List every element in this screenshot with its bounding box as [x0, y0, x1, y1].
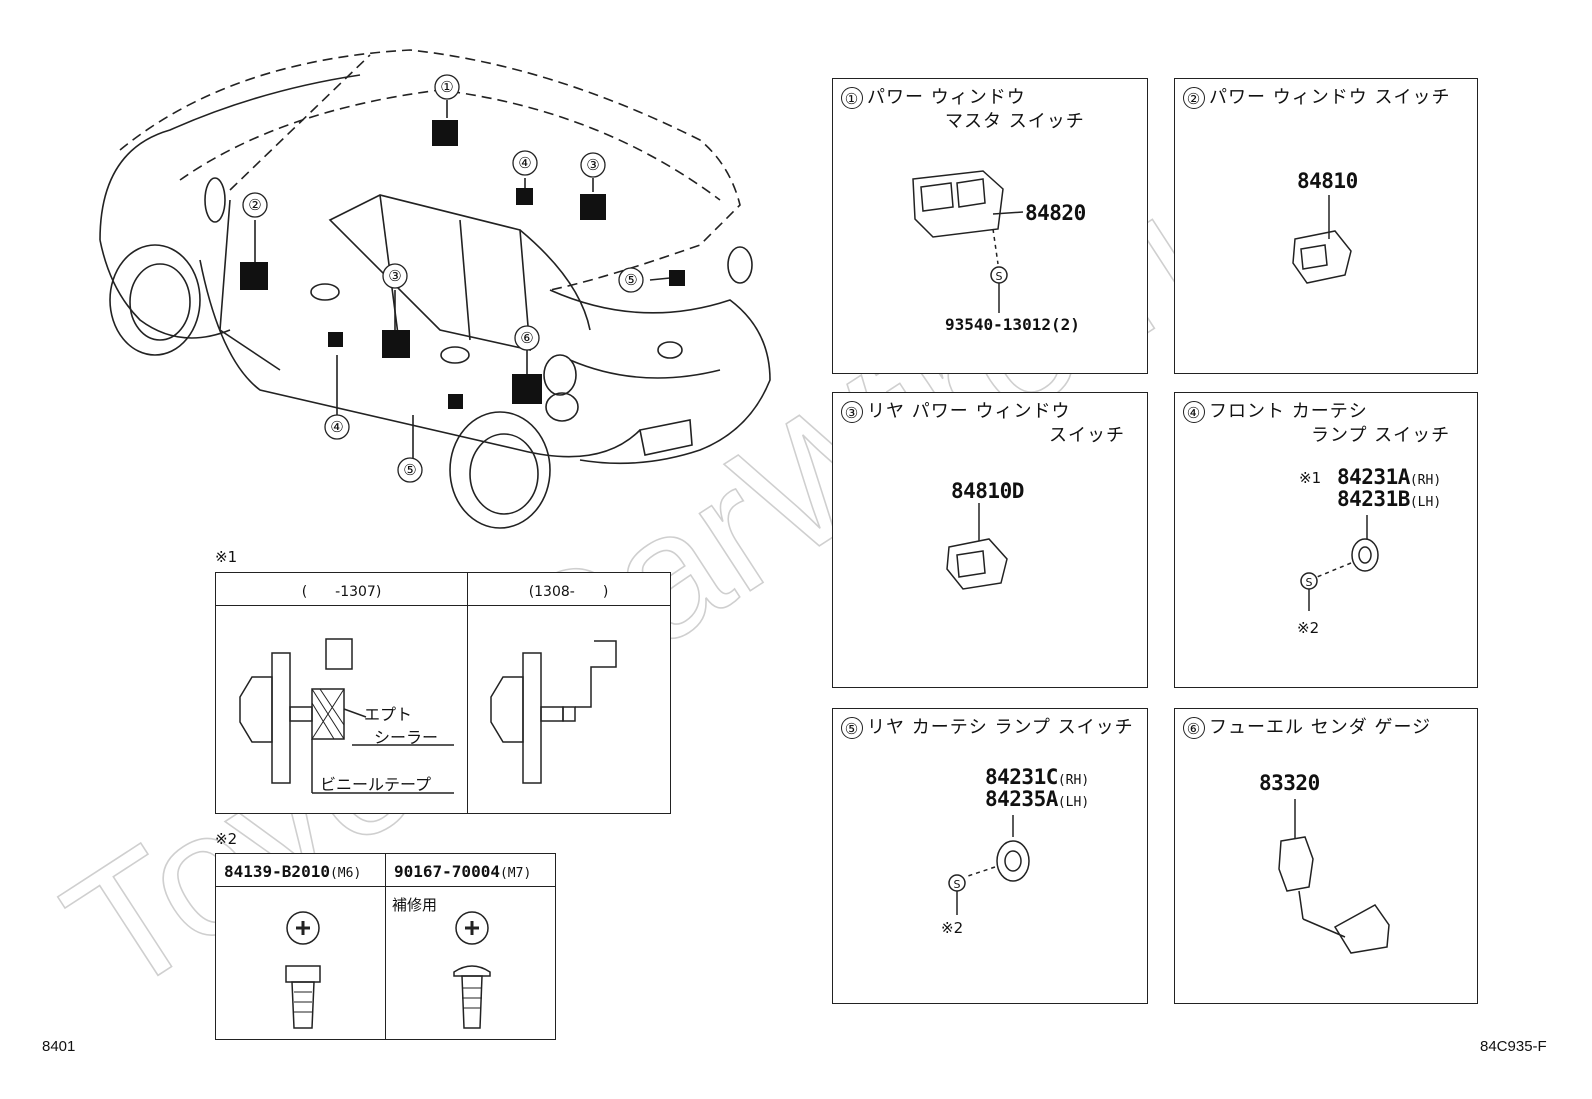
callout-1: ①: [440, 78, 453, 96]
box4-note-mark: ※1: [1299, 469, 1322, 487]
box3-part-number: 84810D: [951, 479, 1024, 503]
box2-part-number: 84810: [1297, 169, 1358, 193]
callout-2: ②: [248, 196, 261, 214]
box4-note: ※2: [1297, 619, 1320, 637]
box5-note: ※2: [941, 919, 964, 937]
box1-title-line2: マスタ スイッチ: [945, 111, 1085, 132]
box1-bolt-number: 93540-13012(2): [945, 315, 1080, 334]
box3-drawing: [946, 503, 1008, 590]
note2-repair-label: 補修用: [392, 896, 438, 914]
note1-label-sealer: シーラー: [374, 728, 438, 747]
box4-part-b: 84231B(LH): [1337, 487, 1442, 511]
note2-mark: ※2: [215, 830, 238, 848]
note1-mark: ※1: [215, 548, 238, 566]
box2-number: ②: [1183, 87, 1205, 109]
note1-drawings: エプト シーラー ビニールテープ: [239, 638, 617, 794]
box1-s-mark: S: [996, 270, 1003, 283]
note1-table: ( -1307) (1308- ) エプト シーラー ビニールテープ: [215, 572, 671, 814]
note1-col-left: ( -1307): [301, 584, 382, 600]
note1-label-tape: ビニールテープ: [320, 775, 431, 794]
box4-part-a: 84231A(RH): [1337, 465, 1442, 489]
box1-part-number: 84820: [1025, 201, 1086, 225]
box4-s-mark: S: [1306, 576, 1313, 589]
box6-drawing: [1278, 799, 1390, 954]
note2-table: 84139-B2010(M6) 90167-70004(M7) 補修用: [215, 853, 556, 1040]
box5-drawing: S: [948, 815, 1030, 915]
callout-3-door: ③: [388, 267, 401, 285]
footer-right-code: 84C935-F: [1480, 1038, 1547, 1055]
box5-part-a: 84231C(RH): [985, 765, 1090, 789]
callout-4-top: ④: [518, 154, 531, 172]
box5-part-b: 84235A(LH): [985, 787, 1090, 811]
note2-part-left: 84139-B2010(M6): [224, 862, 362, 881]
callout-5-rear: ⑤: [624, 271, 637, 289]
callout-3-top: ③: [586, 156, 599, 174]
footer-left-code: 8401: [42, 1038, 76, 1055]
box4-number: ④: [1183, 401, 1205, 423]
box2-drawing: [1292, 195, 1352, 284]
callout-5-door: ⑤: [403, 461, 416, 479]
box4-drawing: S: [1300, 515, 1379, 611]
box3-title-line2: スイッチ: [1049, 425, 1125, 446]
box5-s-mark: S: [954, 878, 961, 891]
box1-drawing: S: [912, 170, 1024, 313]
box4-title-line2: ランプ スイッチ: [1311, 425, 1451, 446]
callout-6: ⑥: [520, 329, 533, 347]
box3-number: ③: [841, 401, 863, 423]
note1-label-ept: エプト: [364, 705, 412, 724]
note2-bolts: [285, 911, 491, 1029]
box6-part-number: 83320: [1259, 771, 1320, 795]
note2-part-right: 90167-70004(M7): [394, 862, 532, 881]
note1-col-right: (1308- ): [528, 584, 609, 600]
box1-number: ①: [841, 87, 863, 109]
box5-number: ⑤: [841, 717, 863, 739]
box6-number: ⑥: [1183, 717, 1205, 739]
car-illustration: ① ② ③ ④ ③ ⑤ ⑥ ④ ⑤: [99, 49, 771, 529]
callout-4-door: ④: [330, 418, 343, 436]
